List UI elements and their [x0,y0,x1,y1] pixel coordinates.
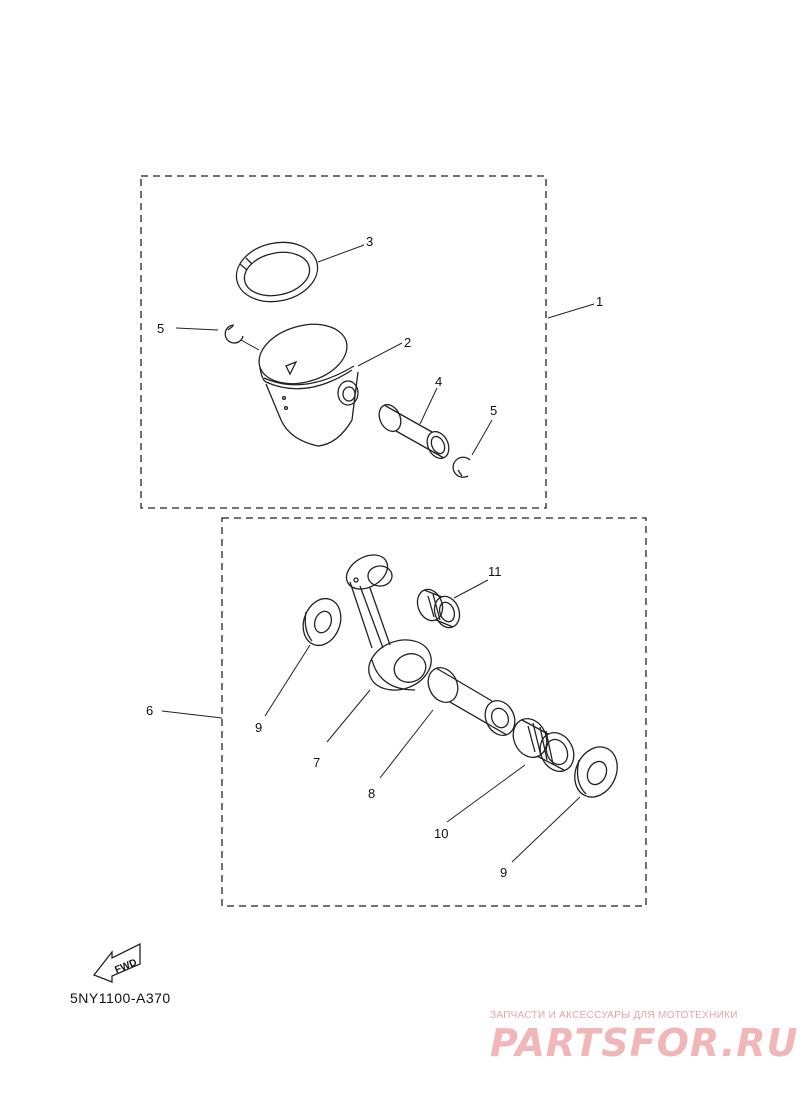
callout-1: 1 [596,294,603,309]
callout-2: 2 [404,335,411,350]
piston-pin-part [378,403,450,460]
callout-9-left: 9 [255,720,262,735]
piston-kit-group-box [140,175,547,509]
callout-9-right: 9 [500,865,507,880]
callout-6: 6 [146,703,153,718]
fwd-label: FWD [113,957,138,976]
callout-5-lower: 5 [490,403,497,418]
watermark-logo: PARTSFOR.RU [490,1021,799,1065]
callout-5-upper: 5 [157,321,164,336]
callout-4: 4 [435,374,442,389]
fwd-arrow-icon [92,942,141,983]
circlip-upper-part [224,324,244,344]
thrust-washer-right-part [574,746,618,798]
thrust-washer-left-part [302,597,342,647]
conrod-kit-group-box [221,517,647,907]
piston-part [258,323,359,447]
callout-11: 11 [488,564,502,579]
callout-10: 10 [434,826,448,841]
crank-pin-part [427,666,516,737]
leader-lines [161,244,595,863]
callout-3: 3 [366,234,373,249]
callout-7: 7 [313,755,320,770]
piston-ring-part [235,241,319,303]
small-end-bearing-part [416,588,461,629]
callout-8: 8 [368,786,375,801]
watermark-caption: ЗАПЧАСТИ И АКСЕССУАРЫ ДЛЯ МОТОТЕХНИКИ [490,1010,738,1021]
diagram-reference-code: 5NY1100-A370 [70,990,171,1006]
connecting-rod-part [345,554,432,691]
circlip-lower-part [452,456,471,478]
big-end-bearing-part [512,718,575,772]
